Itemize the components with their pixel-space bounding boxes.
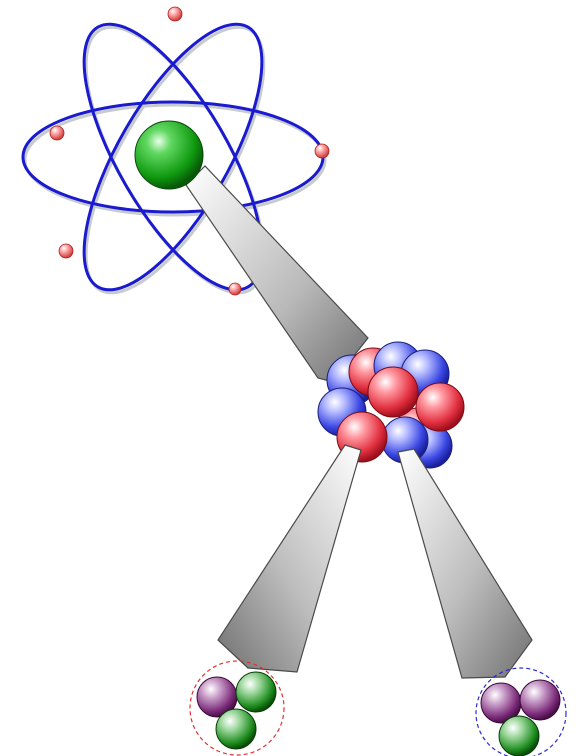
electron (59, 244, 73, 258)
zoom-beam-nucleus (186, 166, 368, 382)
electron (229, 283, 241, 295)
electron (315, 144, 329, 158)
zoom-beam-proton (218, 445, 361, 672)
electron (50, 126, 64, 140)
up-quark (520, 680, 560, 720)
electron (168, 7, 182, 21)
atom-nucleus (135, 121, 203, 189)
down-quark (499, 716, 539, 756)
nucleus-cluster (318, 342, 464, 468)
proton (368, 367, 418, 417)
proton (416, 383, 464, 431)
down-quark (236, 672, 276, 712)
zoom-beam-neutron (398, 449, 532, 678)
atom (23, 0, 368, 382)
proton-quark-group (190, 661, 284, 755)
down-quark (216, 709, 256, 749)
neutron-quark-group (476, 668, 566, 756)
